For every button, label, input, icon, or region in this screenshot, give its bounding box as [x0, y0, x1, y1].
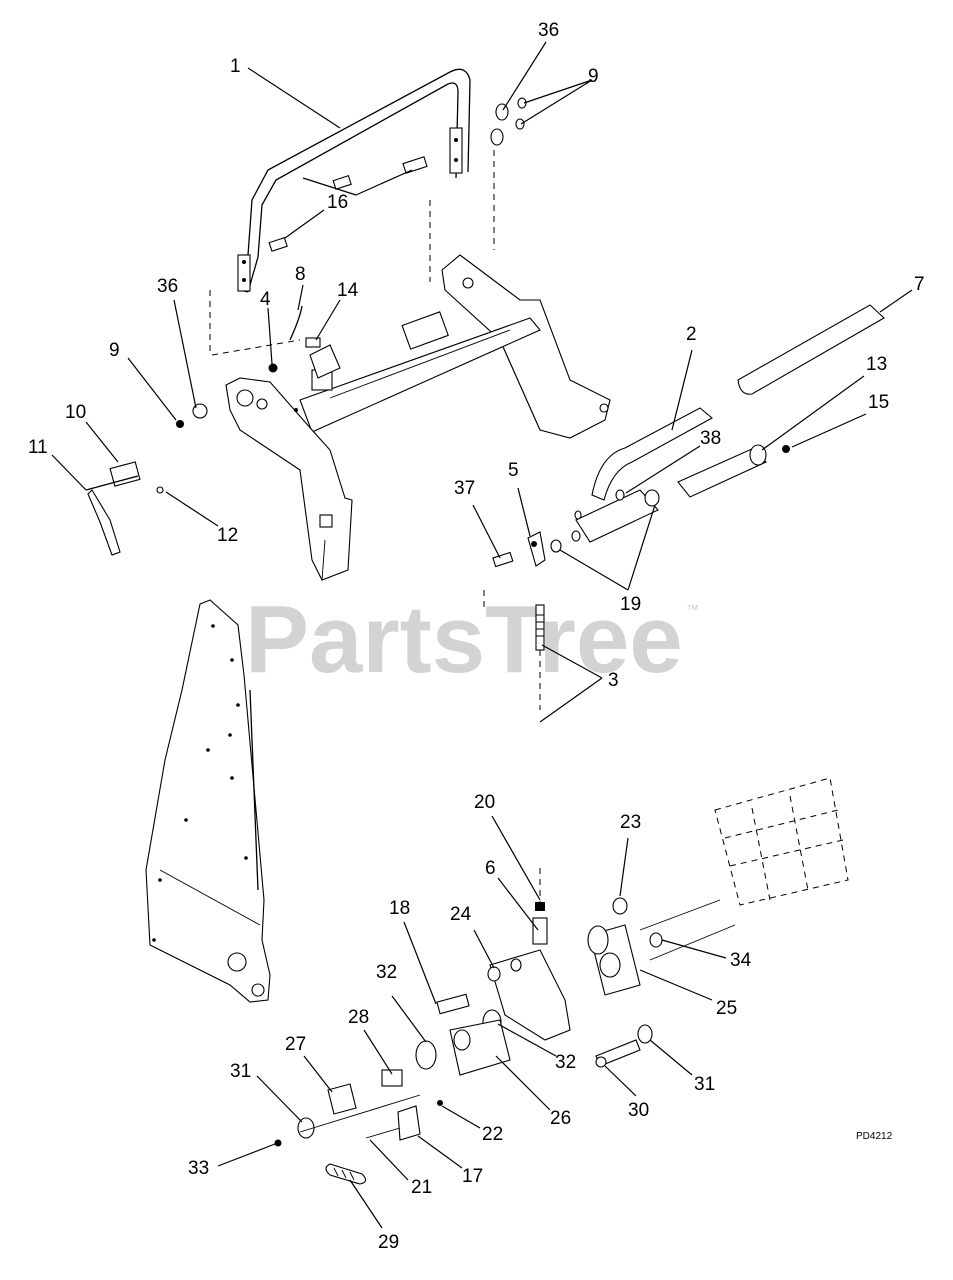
- callout-9-top: 9: [588, 66, 599, 87]
- leader-lines: [51, 41, 913, 1229]
- bracket-frame-part: [225, 254, 611, 581]
- callout-15: 15: [868, 392, 889, 413]
- watermark-text: PartsTree: [245, 586, 683, 693]
- callout-22: 22: [482, 1124, 503, 1145]
- callout-20: 20: [474, 792, 495, 813]
- washers-9-36-left: [176, 403, 208, 428]
- pin-8-14-part: [268, 305, 321, 373]
- callout-16: 16: [327, 192, 348, 213]
- washers-36-9-upper: [490, 97, 527, 146]
- rod-7-part: [737, 304, 885, 395]
- callout-4: 4: [260, 289, 271, 310]
- lever-10-11-12-part: [85, 461, 164, 556]
- spring-20-6-part: [532, 868, 548, 945]
- callout-11: 11: [28, 437, 48, 458]
- rod-13-15-part: [677, 444, 790, 498]
- callout-13: 13: [866, 354, 887, 375]
- callout-10: 10: [65, 402, 86, 423]
- callout-19: 19: [620, 594, 641, 615]
- callout-2: 2: [686, 324, 697, 345]
- plate-grid-part: [714, 777, 849, 906]
- callout-5: 5: [508, 460, 519, 481]
- callout-17: 17: [462, 1166, 483, 1187]
- callout-12: 12: [217, 525, 238, 546]
- callout-14: 14: [337, 280, 359, 301]
- callout-25: 25: [716, 998, 737, 1019]
- clip-5-37-part: [492, 531, 546, 568]
- bushings-27-28-31-part: [297, 1069, 421, 1139]
- callout-28: 28: [348, 1007, 369, 1028]
- callout-1: 1: [230, 56, 241, 77]
- pivot-body-part: [415, 949, 571, 1076]
- callout-8: 8: [295, 264, 306, 285]
- callout-24: 24: [450, 904, 472, 925]
- callout-31-left: 31: [230, 1061, 251, 1082]
- side-panel-part: [145, 599, 271, 1003]
- handle-bar-part: [237, 68, 471, 293]
- callout-labels: 1 36 9 16 8 14 4 36 9 10 11 12 7 2 13 15…: [28, 20, 925, 1253]
- dashed-assembly-lines: [209, 150, 495, 610]
- callout-23: 23: [620, 812, 641, 833]
- callout-37: 37: [454, 478, 475, 499]
- callout-33: 33: [188, 1158, 209, 1179]
- watermark-trademark: ™: [686, 602, 699, 617]
- lever-pipe-2-part: [550, 407, 713, 553]
- hub-25-part: [587, 897, 736, 996]
- callout-31-right: 31: [694, 1074, 715, 1095]
- callout-32-right: 32: [555, 1052, 576, 1073]
- callout-36-top: 36: [538, 20, 559, 41]
- callout-3: 3: [608, 670, 619, 691]
- callout-18: 18: [389, 898, 410, 919]
- callout-26: 26: [550, 1108, 571, 1129]
- callout-21: 21: [411, 1177, 432, 1198]
- callout-34: 34: [730, 950, 752, 971]
- callout-6: 6: [485, 858, 496, 879]
- bolt-16-part: [268, 156, 428, 252]
- callout-32-left: 32: [376, 962, 397, 983]
- callout-7: 7: [914, 274, 925, 295]
- drawing-code: PD4212: [856, 1131, 893, 1142]
- bolt-30-31-part: [595, 1024, 653, 1068]
- callout-9-left: 9: [109, 340, 120, 361]
- callout-36-left: 36: [157, 276, 178, 297]
- callout-29: 29: [378, 1232, 399, 1253]
- callout-27: 27: [285, 1034, 306, 1055]
- bolt-3-part: [535, 604, 545, 710]
- callout-38: 38: [700, 428, 721, 449]
- spring-parts-lower: [274, 1100, 443, 1185]
- callout-30: 30: [628, 1100, 649, 1121]
